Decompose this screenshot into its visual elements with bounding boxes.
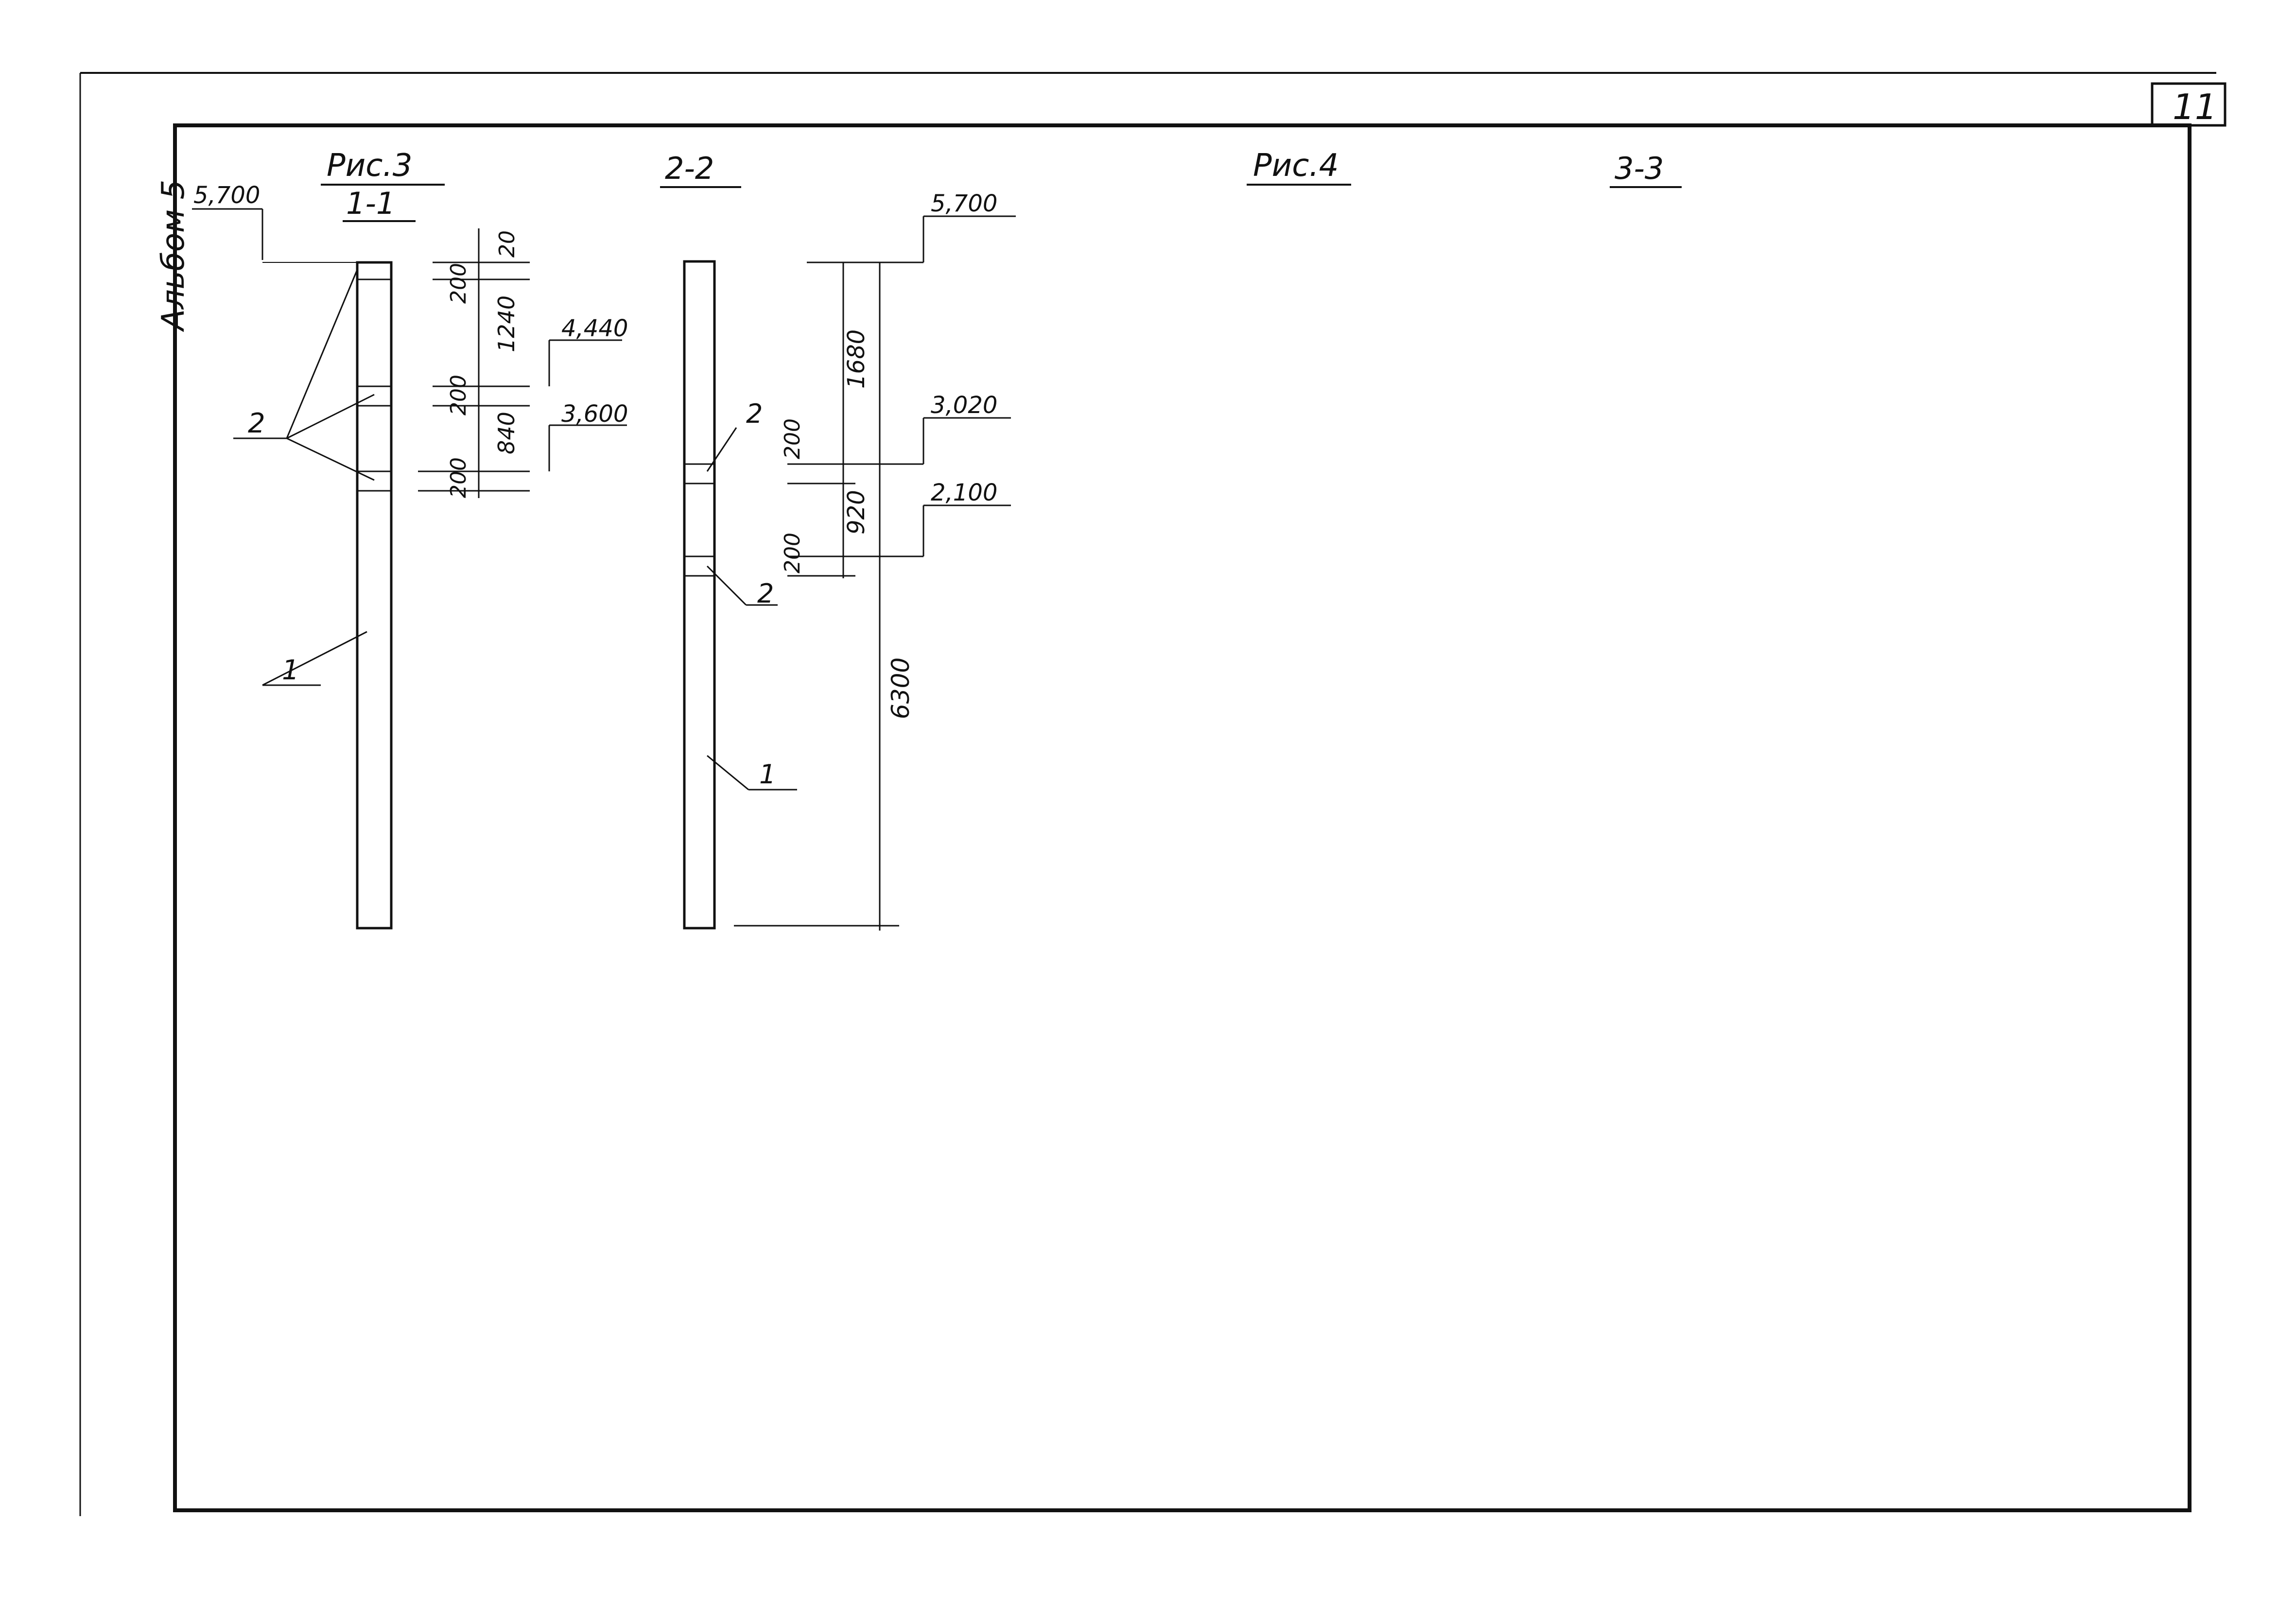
- section-1-1-text: 1-1: [346, 186, 395, 221]
- column-1-1: [192, 208, 393, 930]
- section-2-2-text: 2-2: [665, 151, 714, 186]
- elev-2100-a: 2,100: [931, 479, 997, 506]
- elev-5700-b: 5,700: [931, 190, 997, 217]
- fig3-title: Рис.3: [321, 148, 445, 186]
- fig4-title: Рис.4: [1247, 148, 1351, 186]
- dim-chain-2-2: [734, 215, 1016, 931]
- dim-1240-a: 1240: [493, 295, 520, 352]
- label-2c: 2: [757, 578, 774, 609]
- dim-920-a: 920: [843, 490, 870, 535]
- figure-3: Рис.3 1-1 2-2 2 1: [192, 148, 1016, 931]
- dim-840-a: 840: [493, 412, 520, 454]
- dim-chain-1-1: [418, 228, 627, 498]
- section-3-3-label: 3-3: [1610, 151, 1682, 188]
- column-2-2: [683, 260, 797, 930]
- label-1b: 1: [759, 759, 776, 790]
- sheet-number: 11: [2173, 86, 2217, 127]
- dim-200-d: 200: [780, 418, 805, 459]
- dim-20-a: 20: [495, 230, 520, 258]
- dim-1680-a: 1680: [843, 329, 870, 389]
- sheet-frame: [79, 72, 2226, 1516]
- label-1: 1: [282, 655, 299, 686]
- label-2b: 2: [746, 398, 763, 429]
- dim-200-c: 200: [446, 457, 471, 498]
- figure-4: Рис.4 3-3: [1247, 148, 1682, 188]
- elev-3600-a: 3,600: [561, 400, 628, 428]
- section-2-2-label: 2-2: [660, 151, 741, 188]
- dim-6300-a: 6300: [887, 657, 915, 719]
- dim-200-b: 200: [446, 375, 471, 415]
- label-2: 2: [248, 408, 265, 439]
- elev-5700-a: 5,700: [193, 182, 260, 209]
- section-3-3-text: 3-3: [1615, 151, 1664, 186]
- dim-200-a: 200: [446, 263, 471, 304]
- section-1-1-label: 1-1: [343, 186, 416, 222]
- album-label: Альбом 5: [156, 180, 191, 332]
- elev-4440-a: 4,440: [561, 315, 628, 342]
- fig4-title-text: Рис.4: [1253, 148, 1339, 184]
- elev-3020-a: 3,020: [931, 392, 997, 419]
- fig3-title-text: Рис.3: [327, 148, 412, 184]
- dim-200-e: 200: [780, 533, 805, 573]
